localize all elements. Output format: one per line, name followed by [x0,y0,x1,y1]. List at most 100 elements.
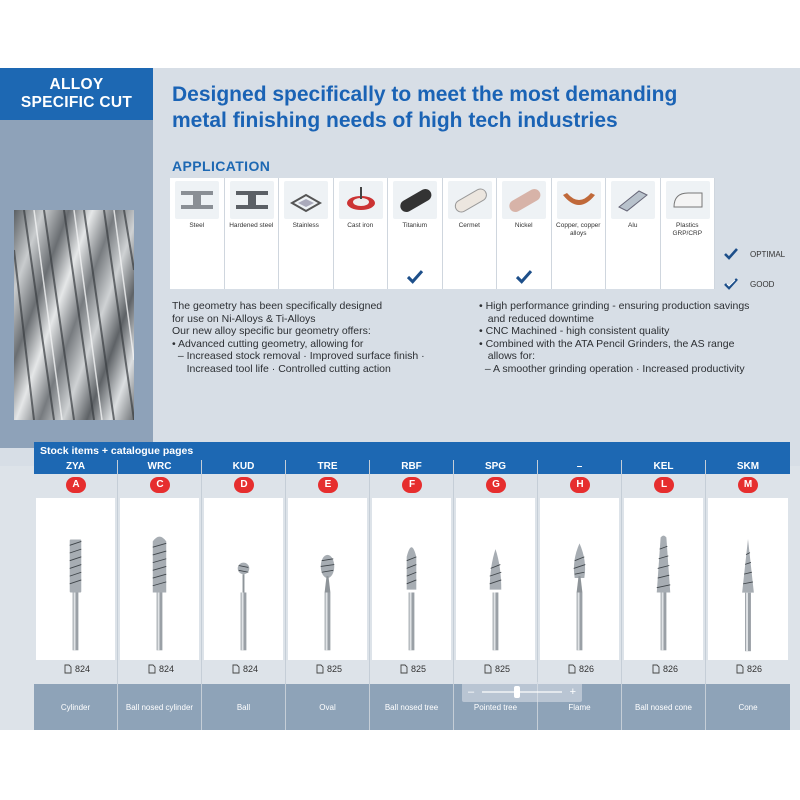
catalogue-page-number: 826 [747,664,763,674]
zoom-slider[interactable]: – + [462,682,582,702]
catalogue-page-number: 824 [75,664,91,674]
stock-code: WRC [118,460,201,474]
material-cell: Plastics GRP/CRP [660,178,715,289]
material-cell: Copper, copper alloys [551,178,606,289]
catalogue-page-ref: 826 [736,664,762,674]
catalogue-page-ref: 824 [232,664,258,674]
material-label: Steel [189,222,205,229]
description-line: • Advanced cutting geometry, allowing fo… [172,337,364,350]
stock-shape-name: Cylinder [34,684,117,730]
stock-letter-badge: A [66,477,86,493]
bur-image [540,498,619,660]
material-cell: Cermet [442,178,497,289]
stock-code: ZYA [34,460,117,474]
description-line: • CNC Machined - high consistent quality [479,325,670,337]
stock-code: TRE [286,460,369,474]
material-label: Copper, copper alloys [556,222,601,237]
description-line: and reduced downtime [479,312,594,325]
catalogue-page-icon [736,664,744,674]
stock-shape-name: Ball [202,684,285,730]
stock-shape-name: Cone [706,684,790,730]
material-label: Stainless [292,222,319,229]
description-line: – A smoother grinding operation · Increa… [479,362,745,375]
page: ALLOY SPECIFIC CUT Designed specifically… [0,68,800,730]
material-label: Titanium [402,222,428,229]
optimal-check-icon [724,248,738,260]
material-cell: Titanium [388,178,443,289]
material-icon [284,181,328,219]
catalogue-page-number: 825 [411,664,427,674]
stock-code: KEL [622,460,705,474]
slider-minus[interactable]: – [468,686,475,698]
material-icon [175,181,219,219]
stock-letter-badge: E [318,477,338,493]
catalogue-page-ref: 824 [64,664,90,674]
material-icon [338,181,383,219]
description-line: Our new alloy specific bur geometry offe… [172,325,371,337]
legend-optimal-label: OPTIMAL [750,249,786,259]
material-cell: Cast iron [333,178,388,289]
stock-letter-badge: F [402,477,422,493]
catalogue-page-number: 825 [327,664,343,674]
slider-plus[interactable]: + [569,686,576,698]
catalogue-page-icon [568,664,576,674]
description-line: The geometry has been specifically desig… [172,300,383,312]
catalogue-page-icon [652,664,660,674]
badge-line-1: ALLOY [49,76,104,93]
description-left: The geometry has been specifically desig… [172,300,472,375]
slider-thumb[interactable] [514,686,520,698]
catalogue-page-icon [232,664,240,674]
catalogue-page-ref: 824 [148,664,174,674]
material-cell: Steel [170,178,225,289]
bur-image [708,498,788,660]
catalogue-page-number: 826 [663,664,679,674]
catalogue-page-icon [148,664,156,674]
badge-line-2: SPECIFIC CUT [20,94,133,111]
material-cell: Hardened steel [224,178,279,289]
stock-code: KUD [202,460,285,474]
catalogue-page-number: 826 [579,664,595,674]
bur-image [204,498,283,660]
stock-shape-name: Ball nosed cone [622,684,705,730]
bur-image [36,498,115,660]
catalogue-page-ref: 825 [400,664,426,674]
stock-shape-name: Ball nosed cylinder [118,684,201,730]
optimal-check-icon [515,270,533,284]
headline-line-2: metal finishing needs of high tech indus… [172,109,618,132]
catalogue-page-ref: 826 [652,664,678,674]
stock-header: Stock items + catalogue pages [34,442,790,460]
stock-code: SPG [454,460,537,474]
catalogue-page-icon [484,664,492,674]
material-label: Cermet [458,222,480,229]
stock-shape-name: Ball nosed tree [370,684,453,730]
description-line: allows for: [479,350,536,362]
legend-good-label: GOOD [750,279,775,289]
description-line: • High performance grinding - ensuring p… [479,300,750,312]
material-icon [611,181,655,219]
catalogue-page-ref: 825 [484,664,510,674]
catalogue-page-number: 824 [159,664,175,674]
catalogue-page-number: 825 [495,664,511,674]
catalogue-page-icon [64,664,72,674]
catalogue-page-icon [316,664,324,674]
material-icon [393,181,437,219]
material-icon [556,181,601,219]
catalogue-page-icon [400,664,408,674]
check-legend: OPTIMAL GOOD [724,239,785,299]
description-line: Increased tool life · Controlled cutting… [172,362,391,375]
stock-letter-badge: D [234,477,254,493]
material-cell: Stainless [279,178,334,289]
material-icon [502,181,546,219]
good-check-icon [724,278,738,290]
description-line: • Combined with the ATA Pencil Grinders,… [479,337,735,350]
left-column [0,120,153,448]
legend-good: GOOD [724,269,785,299]
material-cell: Nickel [497,178,552,289]
